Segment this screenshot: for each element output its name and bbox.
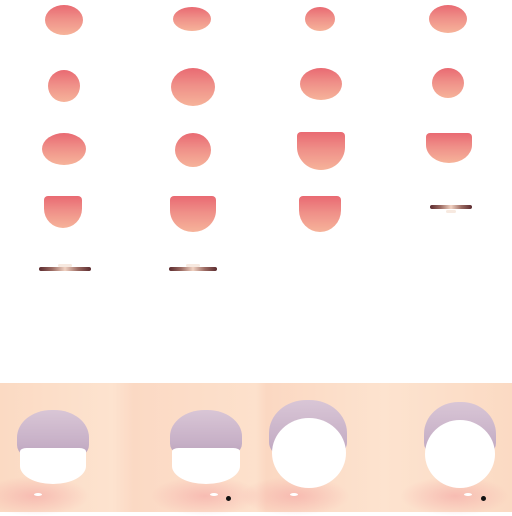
- mouth-texture-14: [170, 196, 216, 232]
- eye-white-texture-3: [272, 418, 346, 488]
- highlight-speck-4: [464, 493, 472, 496]
- mouth-texture-18: [169, 267, 217, 271]
- mouth-texture-16-teeth: [446, 210, 456, 213]
- mouth-texture-13: [44, 196, 82, 228]
- highlight-speck-2: [210, 493, 218, 496]
- mouth-texture-15: [299, 196, 341, 232]
- mouth-texture-1: [45, 5, 83, 35]
- mouth-texture-18-teeth: [186, 264, 200, 267]
- mouth-texture-8: [432, 68, 464, 98]
- eye-white-texture-2: [172, 448, 240, 484]
- mouth-texture-5: [48, 70, 80, 102]
- mouth-texture-7: [300, 68, 342, 100]
- mouth-texture-12: [426, 133, 472, 163]
- mouth-texture-9: [42, 133, 86, 165]
- mouth-texture-6: [171, 68, 215, 106]
- mouth-texture-17-teeth: [58, 264, 72, 267]
- mouth-texture-10: [175, 133, 211, 167]
- eye-white-texture-1: [20, 448, 86, 484]
- mole-dot-1: [226, 496, 231, 501]
- mouth-texture-16: [430, 205, 472, 209]
- eye-white-texture-4: [425, 420, 495, 488]
- highlight-speck-3: [290, 493, 298, 496]
- highlight-speck-1: [34, 493, 42, 496]
- mole-dot-2: [481, 496, 486, 501]
- mouth-texture-3: [305, 7, 335, 31]
- mouth-texture-4: [429, 5, 467, 33]
- mouth-texture-2: [173, 7, 211, 31]
- mouth-texture-17: [39, 267, 91, 271]
- mouth-texture-11: [297, 132, 345, 170]
